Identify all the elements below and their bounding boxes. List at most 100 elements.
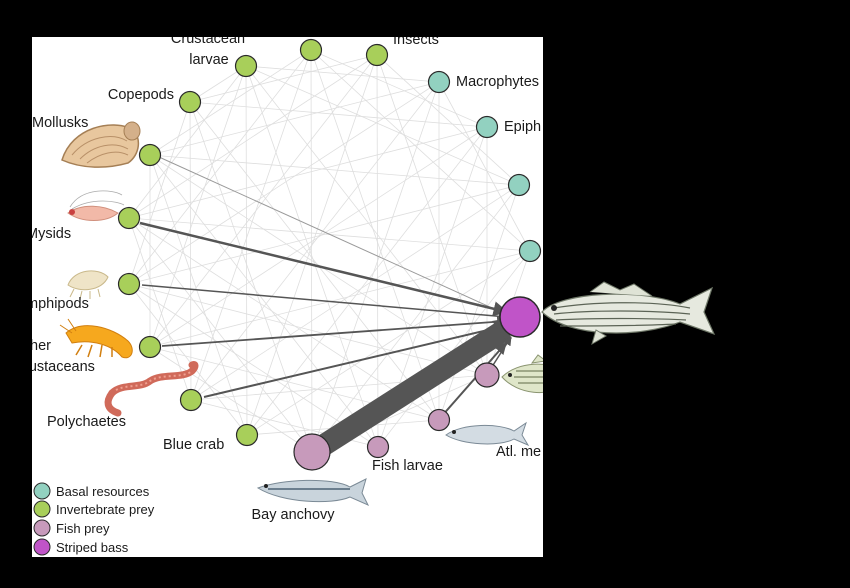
legend-basal-resources: Basal resources — [33, 482, 150, 500]
node-epiphytes — [475, 115, 499, 139]
web-edge — [189, 101, 440, 421]
flow-other-crustaceans — [161, 316, 509, 347]
web-edge — [189, 54, 378, 103]
label-blue-crab: Blue crab — [163, 437, 224, 453]
node-other-crustaceans — [138, 335, 162, 359]
food-web-diagram: Crustacean larvae Insects Macrophytes Ep… — [32, 37, 543, 557]
web-edge — [149, 154, 379, 448]
web-edge — [245, 65, 379, 448]
web-edge — [128, 217, 313, 453]
menhaden-fish-icon — [445, 421, 530, 447]
node-invertebrate-top — [299, 38, 323, 62]
node-macrophytes — [427, 70, 451, 94]
anchovy-fish-icon — [256, 478, 370, 507]
node-fish-larvae — [366, 435, 390, 459]
web-edge — [311, 184, 520, 453]
flow-bay-anchovy — [318, 319, 512, 455]
web-edge — [149, 346, 313, 453]
web-edge — [149, 65, 247, 348]
perch-fish-icon — [501, 354, 543, 394]
node-basal-3 — [507, 173, 531, 197]
web-edge — [128, 65, 247, 219]
web-edge — [128, 54, 378, 219]
label-epiphytes: Epiph — [504, 119, 541, 135]
web-edge — [149, 81, 440, 156]
web-edge — [149, 54, 378, 348]
web-edge — [377, 250, 531, 448]
node-amphipods — [117, 272, 141, 296]
web-edge — [245, 65, 248, 436]
web-edge — [376, 54, 520, 186]
web-edge — [128, 126, 488, 219]
legend-striped-bass: Striped bass — [33, 538, 129, 556]
web-edge — [149, 154, 488, 376]
legend-swatch — [33, 482, 51, 500]
label-crustacean-larvae-1: Crustacean — [171, 37, 245, 47]
clam-icon — [61, 121, 141, 168]
web-edge — [376, 54, 488, 376]
web-edge — [310, 49, 313, 453]
web-edge — [188, 101, 193, 401]
web-edge — [190, 184, 520, 401]
label-atl-menhaden: Atl. me — [496, 444, 541, 460]
web-edge — [245, 65, 520, 186]
legend-fish-prey: Fish prey — [33, 519, 110, 537]
web-edge — [190, 81, 440, 401]
web-edge — [149, 250, 531, 348]
node-labels: Crustacean larvae Insects Macrophytes Ep… — [32, 37, 541, 523]
label-amphipods: mphipods — [32, 296, 89, 312]
node-crustacean-larvae — [234, 54, 258, 78]
amphipod-icon — [67, 270, 109, 300]
legend-invertebrate-prey: Invertebrate prey — [33, 500, 155, 518]
web-edge — [246, 250, 531, 436]
svg-text:Basal resources: Basal resources — [56, 484, 150, 499]
web-edge — [189, 101, 488, 128]
node-striped-bass — [499, 296, 541, 338]
web-edge — [128, 81, 440, 285]
label-crustacean-larvae-2: larvae — [189, 52, 229, 68]
mysid-icon — [67, 190, 125, 221]
web-edge — [245, 65, 488, 376]
node-mollusks — [138, 143, 162, 167]
web-edge — [128, 184, 520, 285]
web-edge — [310, 49, 488, 128]
web-edge — [149, 126, 488, 348]
label-other-crustaceans-1: ther — [32, 338, 51, 354]
shrimp-icon — [59, 318, 133, 359]
node-blue-crab — [235, 423, 259, 447]
web-edge — [310, 49, 440, 421]
web-edge — [190, 49, 312, 401]
web-edge — [189, 101, 313, 453]
striped-bass-fish-icon — [541, 281, 716, 346]
svg-text:Fish prey: Fish prey — [56, 521, 110, 536]
label-fish-larvae: Fish larvae — [372, 458, 443, 474]
label-mollusks: Mollusks — [32, 115, 88, 131]
web-edge — [128, 283, 379, 448]
flow-menhaden — [440, 342, 507, 418]
node-copepods — [178, 90, 202, 114]
web-edge — [128, 217, 192, 401]
web-edge — [438, 81, 531, 252]
flow-mysids — [139, 221, 509, 317]
web-edge — [149, 154, 520, 186]
web-edge — [128, 49, 312, 285]
polychaete-worm-icon — [104, 361, 199, 417]
web-edge — [246, 126, 488, 436]
label-mysids: Mysids — [32, 226, 71, 242]
web-edge — [128, 283, 248, 436]
web-edge — [128, 217, 440, 421]
label-insects: Insects — [393, 37, 439, 48]
legend: Basal resources Invertebrate prey Fish p… — [33, 482, 155, 556]
svg-text:Striped bass: Striped bass — [56, 540, 129, 555]
svg-text:Invertebrate prey: Invertebrate prey — [56, 502, 155, 517]
legend-swatch — [33, 519, 51, 537]
web-edge — [128, 283, 488, 377]
web-edge — [311, 81, 440, 453]
node-basal-4 — [518, 239, 542, 263]
web-edge — [149, 49, 312, 156]
label-bay-anchovy: Bay anchovy — [251, 507, 335, 523]
node-bay-anchovy — [293, 433, 331, 471]
flow-amphipods — [141, 284, 508, 321]
node-mysids — [117, 206, 141, 230]
